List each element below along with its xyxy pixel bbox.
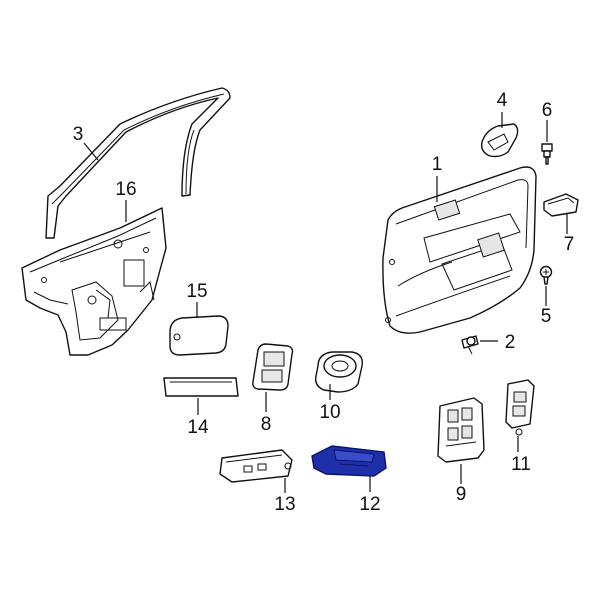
callout-6[interactable]: 6: [542, 100, 553, 121]
callout-3[interactable]: 3: [73, 124, 84, 145]
callout-15[interactable]: 15: [186, 281, 207, 302]
callout-2[interactable]: 2: [505, 332, 516, 353]
part-window-switch[interactable]: [252, 343, 294, 391]
part-switch-bezel[interactable]: [505, 379, 535, 436]
callout-13[interactable]: 13: [274, 494, 295, 515]
callout-9[interactable]: 9: [456, 484, 467, 505]
part-bolt[interactable]: [541, 143, 553, 165]
part-door-trim-panel[interactable]: [382, 166, 537, 334]
callout-12[interactable]: 12: [359, 494, 380, 515]
part-trim-screw[interactable]: [539, 265, 553, 285]
part-master-window-switch[interactable]: [437, 397, 485, 463]
callout-10[interactable]: 10: [319, 402, 340, 423]
callout-11[interactable]: 11: [511, 454, 531, 475]
part-door-control-module[interactable]: [311, 445, 387, 477]
part-push-retainer[interactable]: [461, 335, 479, 355]
part-door-module[interactable]: [219, 449, 293, 483]
callout-1[interactable]: 1: [432, 154, 443, 175]
callout-4[interactable]: 4: [497, 90, 508, 111]
part-door-weatherstrip[interactable]: [45, 87, 231, 239]
callout-5[interactable]: 5: [541, 306, 552, 327]
leader-3: [83, 142, 99, 161]
part-pull-cup-insert[interactable]: [543, 193, 579, 217]
part-access-cover[interactable]: [169, 315, 229, 356]
callout-7[interactable]: 7: [564, 234, 575, 255]
callout-14[interactable]: 14: [187, 417, 209, 438]
callout-16[interactable]: 16: [115, 179, 136, 200]
part-speaker-housing[interactable]: [314, 351, 363, 393]
part-inside-door-handle[interactable]: [480, 123, 519, 158]
part-door-inner-panel[interactable]: [21, 207, 167, 356]
part-trim-strip[interactable]: [163, 377, 239, 397]
callout-8[interactable]: 8: [261, 414, 272, 435]
